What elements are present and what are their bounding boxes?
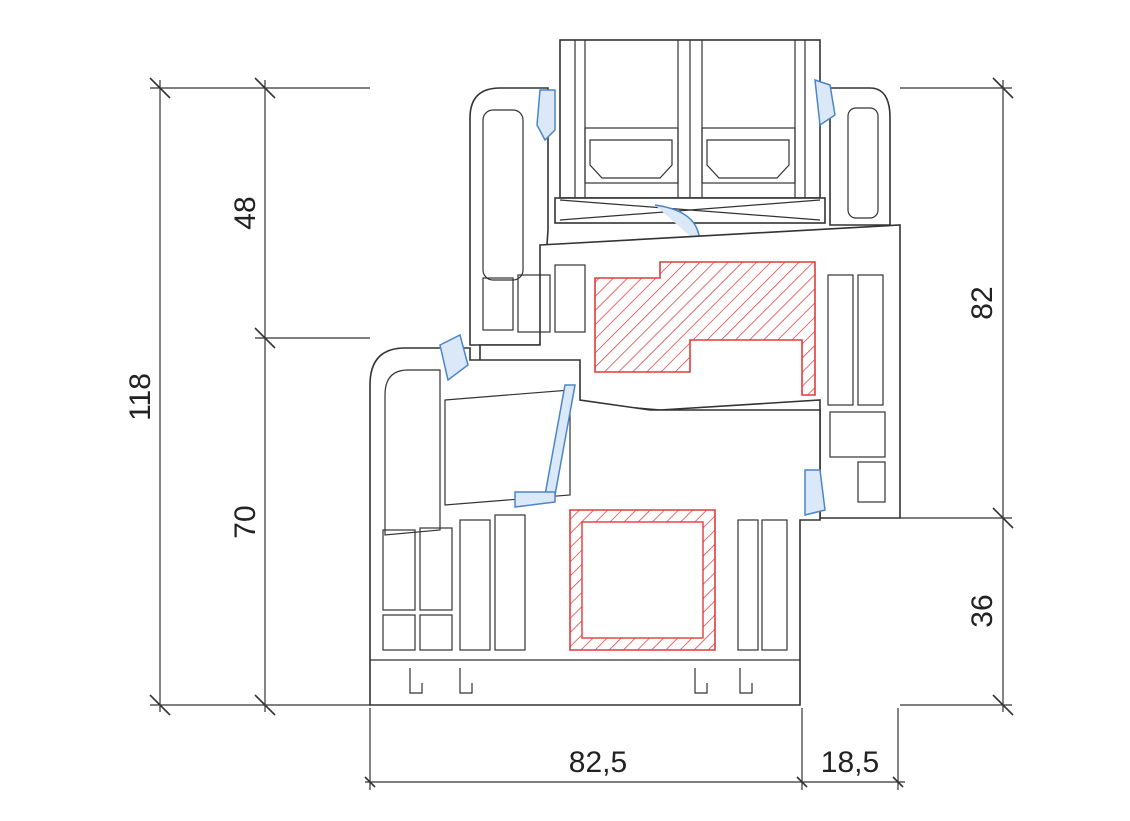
glazing-unit <box>554 39 826 246</box>
dim-right-upper: 82 <box>966 286 999 319</box>
dim-right-lower: 36 <box>966 594 999 627</box>
dim-frame-width: 82,5 <box>569 746 627 779</box>
dimension-lines <box>149 77 1014 790</box>
frame-profile <box>369 347 821 706</box>
gaskets <box>439 78 836 516</box>
dim-sash-height: 48 <box>229 196 262 229</box>
dim-total-height: 118 <box>124 373 157 421</box>
dim-overlap-width: 18,5 <box>821 746 879 779</box>
sash-profile <box>469 87 901 519</box>
dim-frame-height: 70 <box>229 505 262 538</box>
